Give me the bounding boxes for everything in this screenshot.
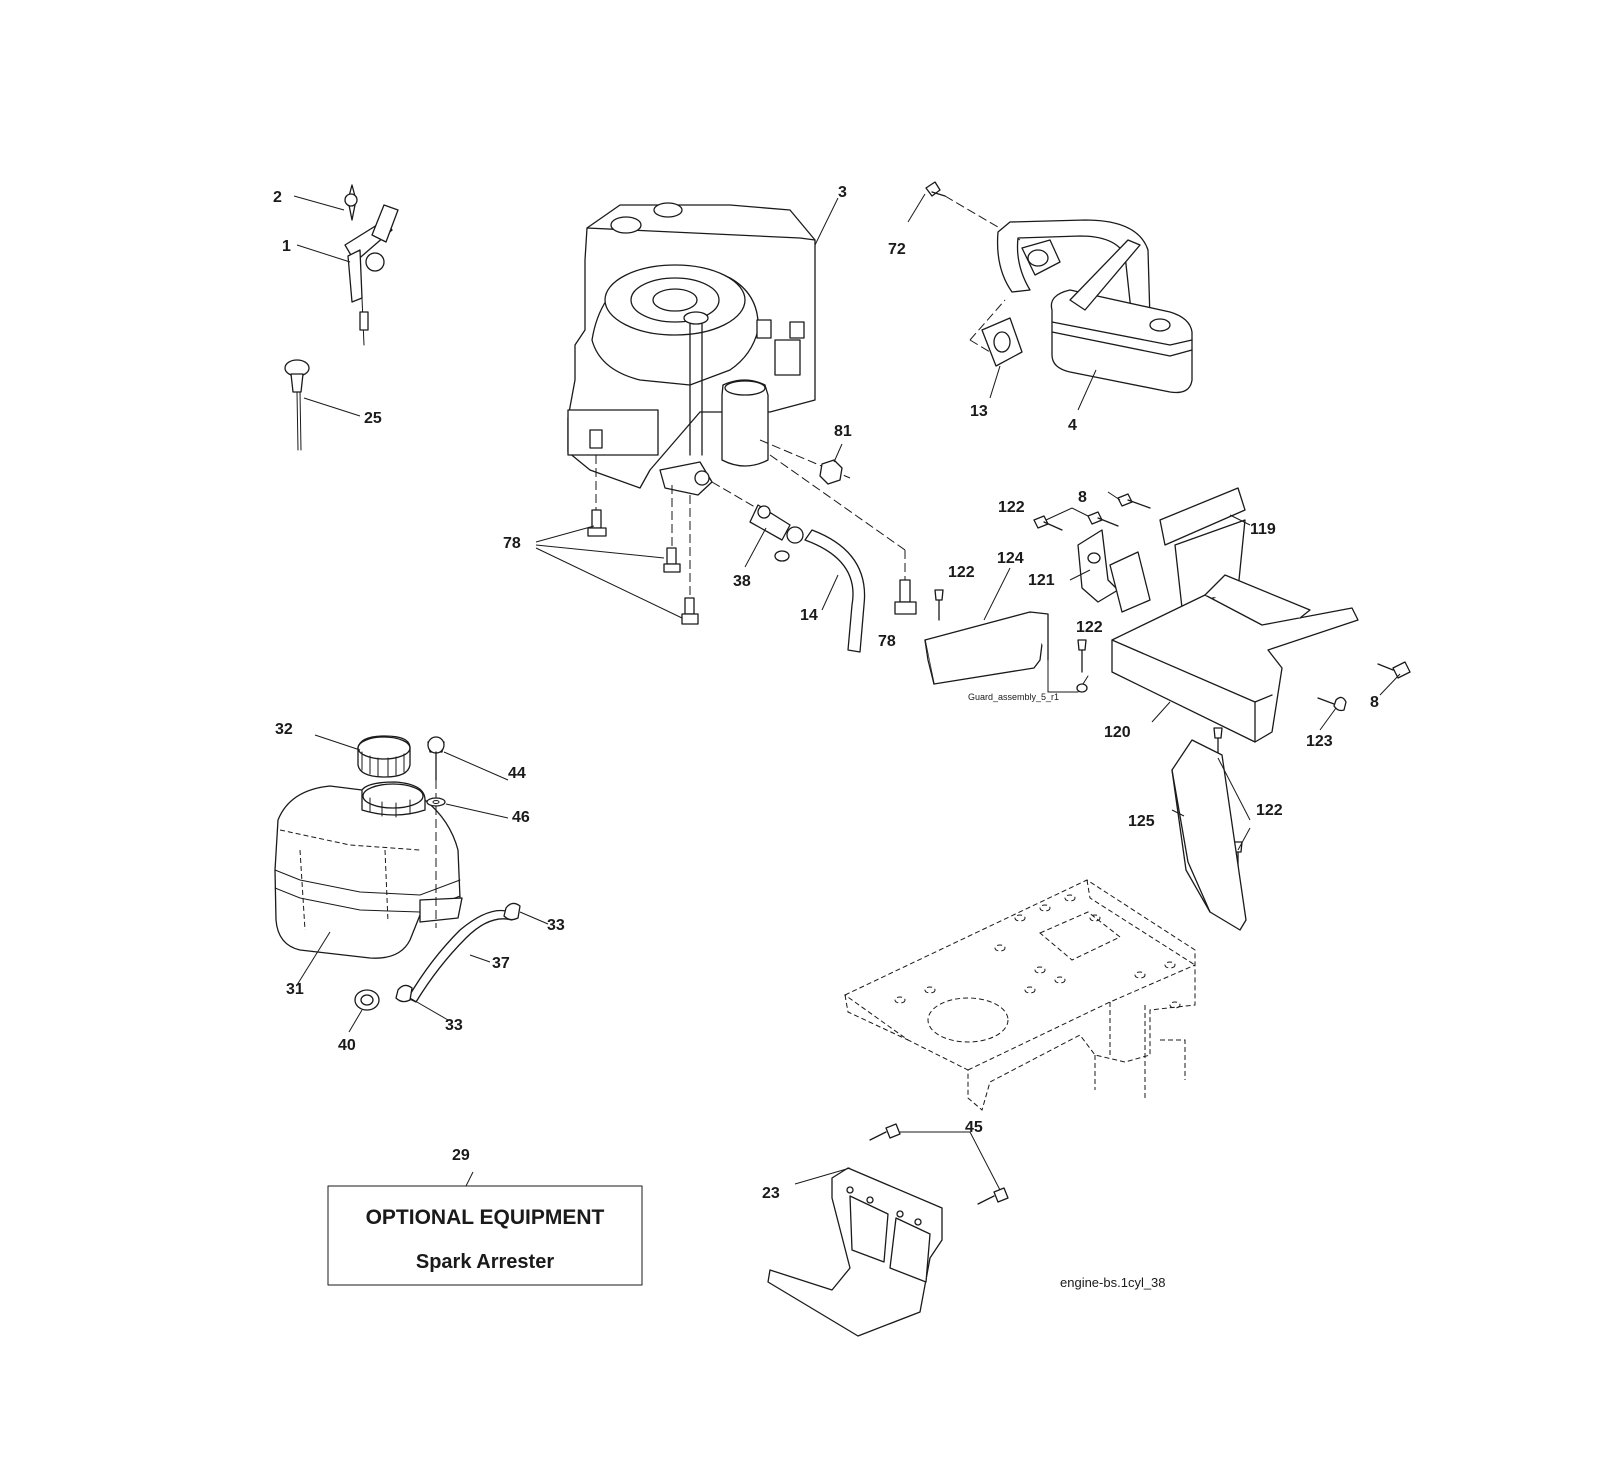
callout-38: 38 bbox=[733, 573, 751, 590]
callout-122-top: 122 bbox=[998, 499, 1025, 516]
exhaust-gasket-part bbox=[969, 299, 1023, 367]
guard-plate-125-part bbox=[1171, 739, 1247, 931]
callout-45: 45 bbox=[965, 1119, 983, 1136]
leader-lines bbox=[293, 193, 1401, 1191]
callout-4: 4 bbox=[1068, 417, 1077, 434]
callout-13: 13 bbox=[970, 403, 988, 420]
optional-equipment-title: OPTIONAL EQUIPMENT bbox=[366, 1206, 605, 1229]
callout-72: 72 bbox=[888, 241, 906, 258]
engine-part bbox=[567, 202, 816, 496]
callout-119: 119 bbox=[1250, 521, 1276, 538]
callout-33-bottom: 33 bbox=[445, 1017, 463, 1034]
drain-hose-part bbox=[804, 529, 866, 653]
callout-25: 25 bbox=[364, 410, 382, 427]
callout-3: 3 bbox=[838, 184, 847, 201]
fuel-tank-bolt-part bbox=[426, 736, 446, 928]
callout-8-right: 8 bbox=[1370, 694, 1379, 711]
muffler-part bbox=[1050, 239, 1193, 394]
callout-122-mid: 122 bbox=[1076, 619, 1103, 636]
callout-122-bottom: 122 bbox=[1256, 802, 1283, 819]
throttle-control-part bbox=[344, 184, 399, 346]
callout-78-left: 78 bbox=[503, 535, 521, 552]
callout-37: 37 bbox=[492, 955, 510, 972]
callout-2: 2 bbox=[273, 189, 282, 206]
guard-assembly-label-frame bbox=[1047, 659, 1089, 693]
guard-bracket-121-part bbox=[1077, 529, 1151, 613]
callout-78-right: 78 bbox=[878, 633, 896, 650]
callout-40: 40 bbox=[338, 1037, 356, 1054]
callout-8-top: 8 bbox=[1078, 489, 1087, 506]
choke-cable-part bbox=[284, 359, 310, 451]
nut-part bbox=[759, 439, 851, 485]
callout-labels: 2 1 25 3 72 13 4 81 78 38 14 78 8 122 11… bbox=[273, 184, 1379, 1202]
callout-121: 121 bbox=[1028, 572, 1055, 589]
callout-23: 23 bbox=[762, 1185, 780, 1202]
callout-31: 31 bbox=[286, 981, 304, 998]
chassis-frame-part bbox=[844, 879, 1196, 1111]
callout-44: 44 bbox=[508, 765, 526, 782]
fuel-filter-bushing-part bbox=[354, 989, 380, 1011]
callout-29: 29 bbox=[452, 1147, 470, 1164]
callout-33-top: 33 bbox=[547, 917, 565, 934]
guard-assembly-label: Guard_assembly_5_r1 bbox=[968, 692, 1059, 702]
guard-plate-120-part bbox=[1111, 574, 1359, 743]
engine-bolt-parts bbox=[587, 454, 917, 625]
guard-plate-124-part bbox=[924, 611, 1049, 685]
hose-clamp-parts bbox=[395, 902, 521, 1003]
callout-122-left: 122 bbox=[948, 564, 975, 581]
heat-shield-part bbox=[767, 1167, 943, 1337]
callout-124: 124 bbox=[997, 550, 1024, 567]
heat-shield-bolt-parts bbox=[869, 1123, 1009, 1205]
fuel-cap-part bbox=[357, 735, 411, 778]
callout-1: 1 bbox=[282, 238, 291, 255]
diagram-reference-code: engine-bs.1cyl_38 bbox=[1060, 1275, 1166, 1290]
optional-equipment-subtitle: Spark Arrester bbox=[416, 1251, 554, 1273]
callout-120: 120 bbox=[1104, 724, 1131, 741]
callout-123: 123 bbox=[1306, 733, 1333, 750]
drain-valve-part bbox=[711, 481, 804, 562]
callout-125: 125 bbox=[1128, 813, 1155, 830]
callout-32: 32 bbox=[275, 721, 293, 738]
callout-81: 81 bbox=[834, 423, 852, 440]
fuel-tank-part bbox=[274, 781, 463, 959]
callout-14: 14 bbox=[800, 607, 818, 624]
callout-46: 46 bbox=[512, 809, 530, 826]
optional-equipment-box: OPTIONAL EQUIPMENT Spark Arrester bbox=[327, 1185, 643, 1286]
